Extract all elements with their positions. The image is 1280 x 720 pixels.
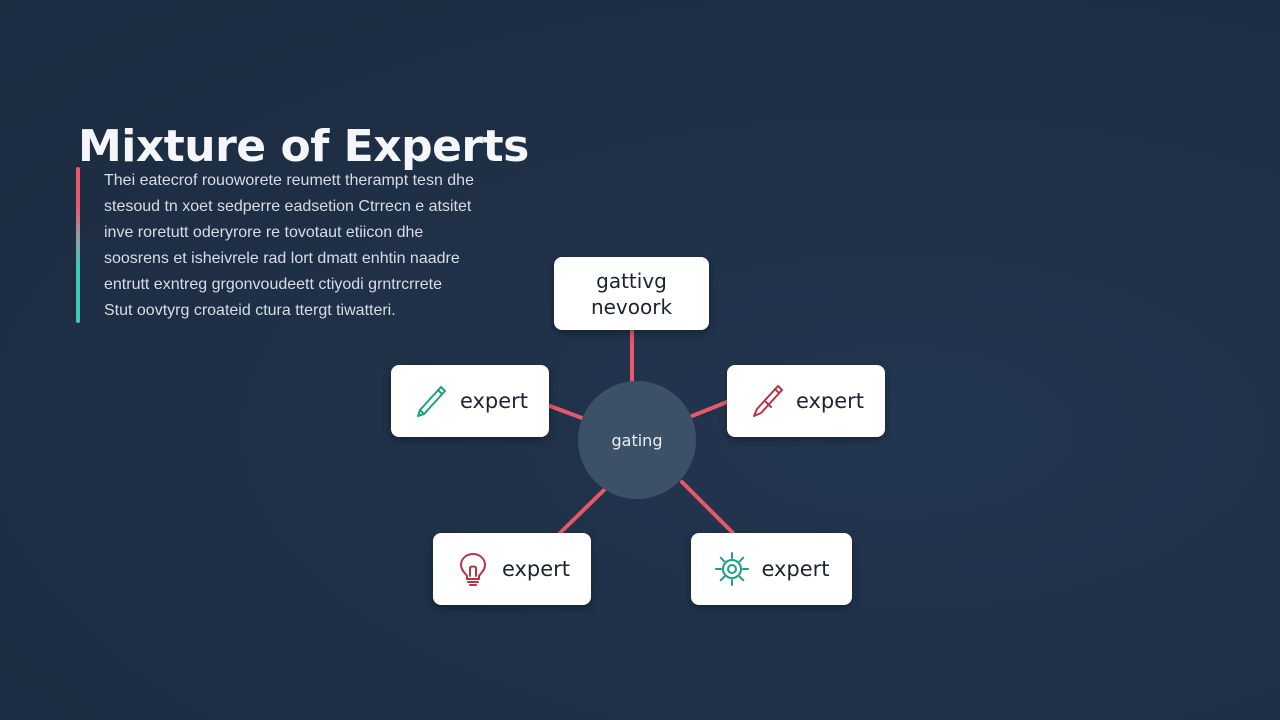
connector-expert-bottom-right xyxy=(680,480,735,535)
gear-icon xyxy=(713,550,751,588)
description-line: stesoud tn xoet sedperre eadsetion Ctrre… xyxy=(104,198,472,215)
lightbulb-icon xyxy=(454,550,492,588)
description-line: Stut oovtyrg croateid ctura ttergt tiwat… xyxy=(104,302,396,319)
pen-icon xyxy=(748,382,786,420)
expert-card-bottom-left[interactable]: expert xyxy=(433,533,591,605)
description-line: inve roretutt oderyrore re tovotaut etii… xyxy=(104,224,424,241)
expert-label: expert xyxy=(761,557,830,581)
expert-label: expert xyxy=(459,389,529,413)
gating-network-card[interactable]: gattivg nevoork xyxy=(554,257,709,330)
description-line: entrutt exntreg grgonvoudeett ctiyodi gr… xyxy=(104,276,442,293)
pen-icon xyxy=(412,382,450,420)
connector-expert-top-left xyxy=(548,404,584,420)
description-line: Thei eatecrof rouoworete reumett theramp… xyxy=(104,172,474,189)
description-text: Thei eatecrof rouoworete reumett theramp… xyxy=(104,168,504,324)
expert-label: expert xyxy=(795,389,865,413)
expert-card-top-left[interactable]: expert xyxy=(391,365,549,437)
gating-hub[interactable]: gating xyxy=(578,381,696,499)
gating-hub-label: gating xyxy=(611,430,663,450)
connector-expert-bottom-left xyxy=(558,488,606,535)
expert-card-top-right[interactable]: expert xyxy=(727,365,885,437)
accent-bar xyxy=(76,167,80,323)
description-line: soosrens et isheivrele rad lort dmatt en… xyxy=(104,250,460,267)
gating-network-label-line-1: gattivg xyxy=(596,268,667,293)
expert-label: expert xyxy=(501,557,571,581)
connector-expert-top-right xyxy=(690,400,729,418)
gating-network-label-line-2: nevoork xyxy=(590,294,673,319)
slide-title: Mixture of Experts xyxy=(78,121,529,173)
expert-card-bottom-right[interactable]: expert xyxy=(691,533,852,605)
